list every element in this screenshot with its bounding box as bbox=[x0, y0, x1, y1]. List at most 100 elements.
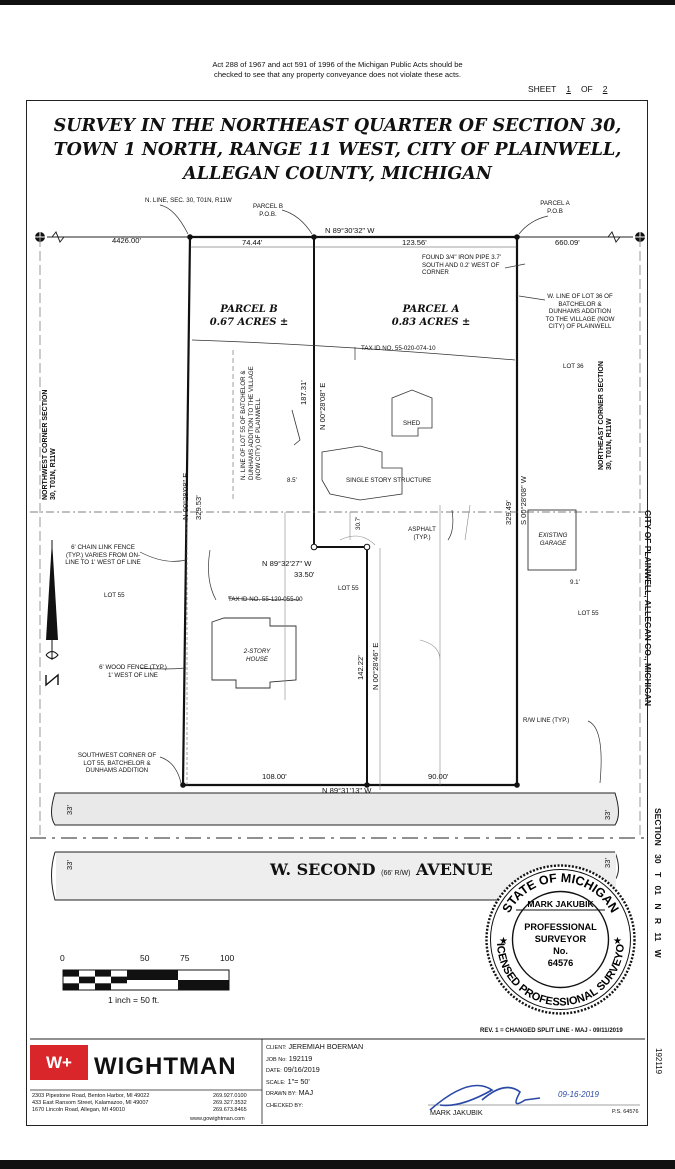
seal-name: MARK JAKUBIK bbox=[527, 899, 594, 909]
dist-85-label: 8.5' bbox=[287, 477, 297, 484]
parcel-a-pob-label: PARCEL A P.O.B bbox=[540, 200, 570, 215]
seal-role2: SURVEYOR bbox=[535, 934, 587, 944]
dist-66009-label: 660.09' bbox=[555, 238, 580, 247]
n-line-label: N. LINE, SEC. 30, T01N, R11W bbox=[145, 197, 232, 204]
bearing-18731-label: N 00°28'08" E bbox=[318, 382, 327, 430]
bearing-mid-label: N 89°32'27" W bbox=[262, 559, 312, 568]
bearing-bottom-label: N 89°31'13" W bbox=[322, 786, 372, 795]
signature-mark bbox=[429, 1084, 541, 1111]
row-33-d-label: 33' bbox=[603, 858, 612, 868]
right-margin-section: SECTION 30 T 01 N R 11 W bbox=[653, 808, 663, 958]
bearing-14222-label: N 00°28'46" E bbox=[371, 642, 380, 690]
act-notice: Act 288 of 1967 and act 591 of 1996 of t… bbox=[212, 60, 463, 79]
lot55-left-label: LOT 55 bbox=[104, 592, 125, 599]
house-outline bbox=[211, 617, 297, 689]
scale-bar bbox=[62, 969, 230, 991]
drawn-value: MAJ bbox=[298, 1088, 314, 1097]
garage-label: EXISTING GARAGE bbox=[538, 532, 568, 547]
bearing-top-label: N 89°30'32" W bbox=[325, 226, 375, 235]
dist-91-label: 9.1' bbox=[570, 579, 580, 586]
lot55-mid-label: LOT 55 bbox=[338, 585, 359, 592]
parcel-a-block: PARCEL A 0.83 ACRES ± bbox=[386, 303, 476, 329]
scale-tick-100: 100 bbox=[220, 953, 235, 963]
scale-value: 1"= 50' bbox=[287, 1076, 310, 1086]
signer-name: MARK JAKUBIK bbox=[430, 1108, 483, 1117]
w-line-lot36-label: W. LINE OF LOT 36 OF BATCHELOR & DUNHAMS… bbox=[545, 293, 615, 330]
street-name: W. SECOND (66' R/W) AVENUE bbox=[270, 860, 493, 879]
company-phones: 269.927.0100 269.327.3532 269.673.8465 bbox=[213, 1093, 247, 1113]
bearing-left-label: N 00°28'08" E bbox=[181, 472, 190, 520]
tax-id-top-label: TAX ID NO. 55-020-074-10 bbox=[361, 345, 436, 352]
scale-tick-0: 0 bbox=[60, 953, 65, 963]
found-pipe-label: FOUND 3/4" IRON PIPE 3.7' SOUTH AND 0.2'… bbox=[422, 254, 502, 276]
garage-outline bbox=[527, 509, 577, 571]
tax-id-mid-label: TAX ID NO. 55-120-055-00 bbox=[228, 596, 303, 603]
dist-7444-label: 74.44' bbox=[242, 238, 263, 247]
company-website: www.gowightman.com bbox=[190, 1116, 245, 1122]
dist-90-label: 90.00' bbox=[428, 772, 449, 781]
job-number-vertical: 192119 bbox=[654, 1048, 663, 1075]
sheet-number: SHEET 1 OF 2 bbox=[528, 84, 608, 94]
scale-tick-50: 50 bbox=[140, 953, 150, 963]
dist-4426-label: 4426.00' bbox=[112, 236, 141, 245]
dist-307-label: 30.7' bbox=[355, 516, 362, 530]
revision-note: REV. 1 = CHANGED SPLIT LINE - MAJ - 09/1… bbox=[480, 1028, 623, 1034]
scale-caption: 1 inch = 50 ft. bbox=[108, 995, 160, 1005]
ps-number: P.S. 64576 bbox=[612, 1109, 639, 1115]
nw-corner-label: NORTHWEST CORNER SECTION 30, T01N, R11W bbox=[42, 389, 57, 500]
seal-number: 64576 bbox=[548, 958, 574, 968]
row-line-label: R/W LINE (TYP.) bbox=[523, 717, 570, 724]
dist-32949-label: 329.49' bbox=[504, 500, 513, 525]
dist-12356-label: 123.56' bbox=[402, 238, 427, 247]
parcel-b-name: PARCEL B bbox=[220, 304, 278, 315]
signature-date: 09-16-2019 bbox=[558, 1090, 599, 1099]
sw-corner-label: SOUTHWEST CORNER OF LOT 55, BATCHELOR & … bbox=[77, 752, 157, 774]
shed-label: SHED bbox=[403, 420, 421, 427]
dist-108-label: 108.00' bbox=[262, 772, 287, 781]
road-north-edge bbox=[51, 792, 619, 826]
parcel-a-name: PARCEL A bbox=[402, 304, 460, 315]
svg-text:★: ★ bbox=[499, 936, 508, 947]
svg-text:★: ★ bbox=[613, 936, 622, 947]
split-line bbox=[313, 237, 368, 785]
shed-outline bbox=[391, 389, 433, 437]
ne-corner-label: NORTHEAST CORNER SECTION 30, T01N, R11W bbox=[598, 361, 613, 470]
dist-3350-label: 33.50' bbox=[294, 570, 315, 579]
parcel-a-area: 0.83 ACRES ± bbox=[391, 317, 471, 328]
date-value: 09/16/2019 bbox=[283, 1065, 320, 1074]
structure-outline bbox=[321, 445, 403, 501]
row-33-b-label: 33' bbox=[603, 810, 612, 820]
row-33-a-label: 33' bbox=[65, 805, 74, 815]
right-margin-city: CITY OF PLAINWELL, ALLEGAN CO., MICHIGAN bbox=[643, 510, 653, 706]
dist-18731-label: 187.31' bbox=[299, 380, 308, 405]
road-south-edge bbox=[51, 851, 619, 901]
dist-32953-label: 329.53' bbox=[194, 495, 203, 520]
client-value: JEREMIAH BOERMAN bbox=[288, 1042, 364, 1051]
parcel-b-block: PARCEL B 0.67 ACRES ± bbox=[208, 303, 290, 329]
bottom-edge bbox=[0, 1160, 675, 1169]
wood-fence-label: 6' WOOD FENCE (TYP.) 1' WEST OF LINE bbox=[99, 664, 167, 679]
lot36-label: LOT 36 bbox=[563, 363, 584, 370]
company-name: WIGHTMAN bbox=[94, 1053, 237, 1080]
company-addresses: 2303 Pipestone Road, Benton Harbor, MI 4… bbox=[32, 1093, 150, 1113]
surveyor-seal: STATE OF MICHIGAN LICENSED PROFESSIONAL … bbox=[483, 862, 636, 1015]
job-value: 192119 bbox=[288, 1053, 313, 1063]
lot55-right-label: LOT 55 bbox=[578, 610, 599, 617]
house-label: 2-STORY HOUSE bbox=[243, 648, 271, 663]
sheet-border bbox=[26, 100, 648, 1126]
scale-tick-75: 75 bbox=[180, 953, 190, 963]
wightman-logo: W+ bbox=[30, 1045, 88, 1080]
seal-role1: PROFESSIONAL bbox=[524, 922, 597, 932]
asphalt-label: ASPHALT (TYP.) bbox=[408, 526, 436, 541]
single-story-label: SINGLE STORY STRUCTURE bbox=[346, 477, 432, 484]
survey-title: SURVEY IN THE NORTHEAST QUARTER OF SECTI… bbox=[53, 116, 622, 184]
dist-14222-label: 142.22' bbox=[356, 655, 365, 680]
bearing-right-label: S 00°28'08" W bbox=[519, 476, 528, 525]
row-33-c-label: 33' bbox=[65, 860, 74, 870]
seal-no-label: No. bbox=[553, 946, 568, 956]
title-block-fields: CLIENT: JEREMIAH BOERMAN JOB No: 192119 … bbox=[266, 1042, 364, 1109]
north-arrow-icon bbox=[45, 540, 59, 687]
parcel-b-area: 0.67 ACRES ± bbox=[209, 317, 289, 328]
parcel-b-pob-label: PARCEL B P.O.B. bbox=[253, 203, 283, 218]
